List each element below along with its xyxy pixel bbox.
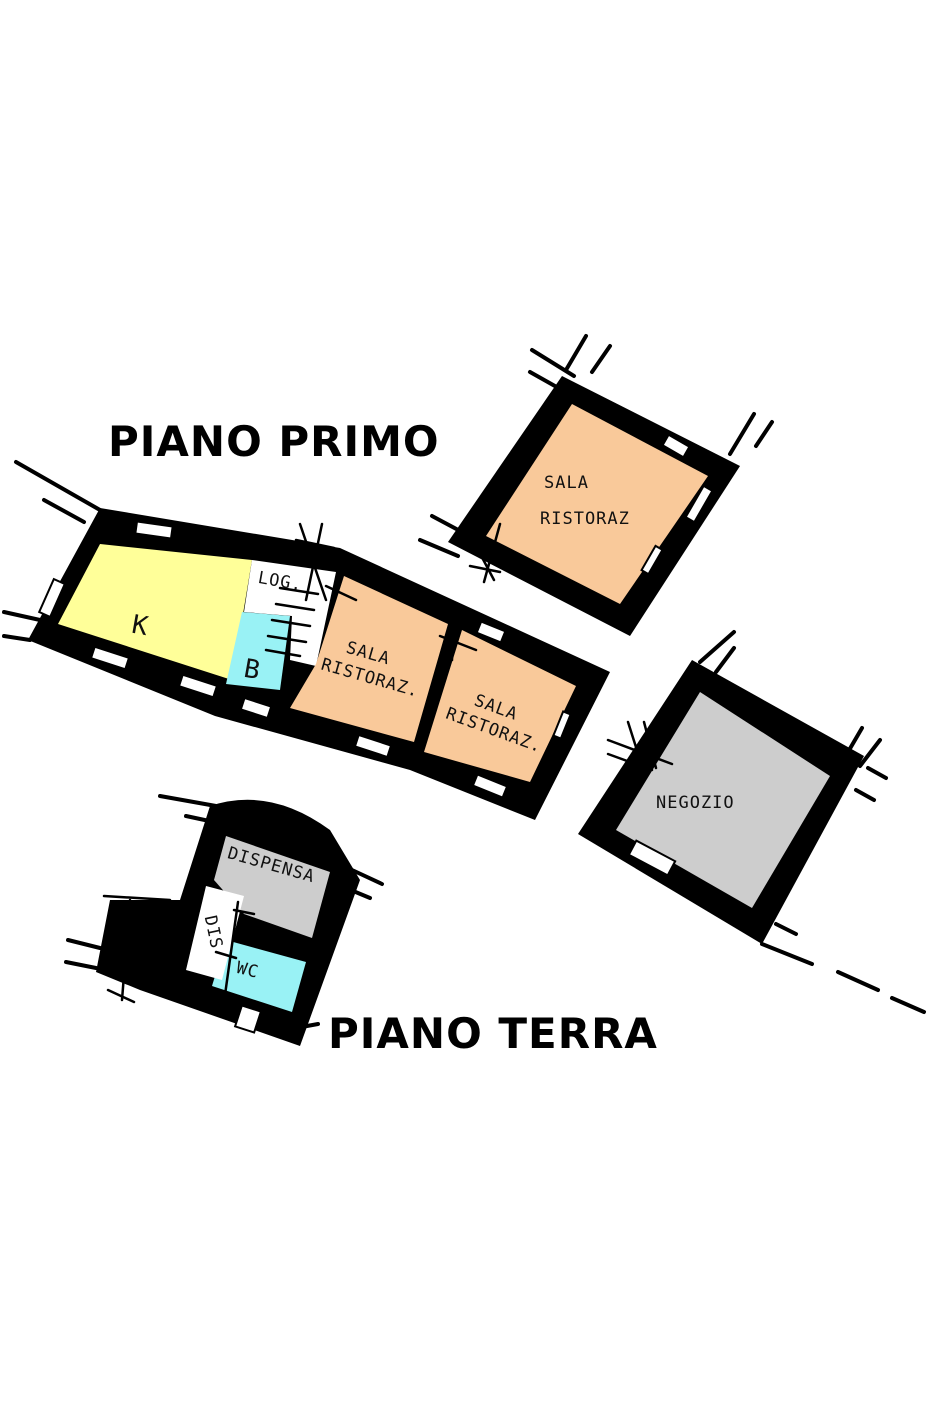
boundary-line (846, 726, 864, 754)
window (239, 696, 273, 720)
boundary-line (2, 610, 42, 622)
boundary-line (854, 788, 876, 802)
label-kitchen: K (130, 610, 152, 642)
label-shop: NEGOZIO (656, 793, 735, 813)
room-hall (186, 886, 244, 980)
stair-icon (468, 522, 512, 584)
boundary-line (64, 960, 98, 970)
window (552, 710, 572, 740)
window (89, 645, 131, 671)
window (661, 433, 691, 459)
first-floor-upper-room (418, 334, 774, 636)
label-bathroom: B (242, 654, 264, 686)
title-first-floor: PIANO PRIMO (108, 417, 440, 466)
room-loggia (244, 560, 336, 666)
room-shop (616, 692, 830, 908)
boundary-line (866, 766, 888, 780)
ground-floor-pantry-block (64, 794, 384, 1046)
boundary-line (66, 938, 102, 950)
boundary-line (714, 646, 736, 674)
boundary-line (564, 334, 588, 372)
boundary-line (530, 348, 576, 378)
boundary-line (158, 794, 218, 808)
boundary-line (14, 460, 102, 512)
window (37, 577, 67, 619)
window (684, 484, 714, 524)
room-dining-a (290, 576, 448, 742)
window (471, 773, 509, 799)
boundary-line (760, 942, 814, 966)
boundary-line (2, 634, 32, 642)
first-floor-main-block (2, 460, 610, 820)
boundary-line (754, 420, 774, 448)
window (177, 673, 219, 699)
label-dining-c-line1: SALA (544, 473, 589, 493)
window (640, 544, 664, 576)
dashed-boundary (836, 970, 880, 992)
window (475, 620, 507, 644)
window (233, 1004, 263, 1034)
stair-icon (264, 522, 336, 658)
label-dining-c-line2: RISTORAZ (540, 509, 630, 529)
boundary-line (418, 538, 460, 558)
door-mark (324, 584, 358, 602)
boundary-line (590, 344, 612, 374)
window (134, 520, 174, 540)
door-mark (438, 634, 478, 652)
title-ground-floor: PIANO TERRA (328, 1009, 658, 1058)
boundary-line (350, 868, 384, 886)
room-dining-b (424, 630, 576, 782)
dashed-boundary (890, 996, 926, 1014)
boundary-line (774, 922, 798, 936)
window (627, 839, 677, 877)
stair-icon (606, 720, 674, 772)
room-kitchen (58, 544, 252, 680)
boundary-line (858, 738, 882, 768)
boundary-line (42, 498, 86, 524)
window (353, 733, 393, 759)
stair-icon (102, 894, 256, 1004)
ground-floor-shop (578, 630, 926, 1014)
room-bathroom (226, 612, 290, 690)
boundary-line (728, 412, 756, 456)
boundary-line (698, 630, 736, 664)
